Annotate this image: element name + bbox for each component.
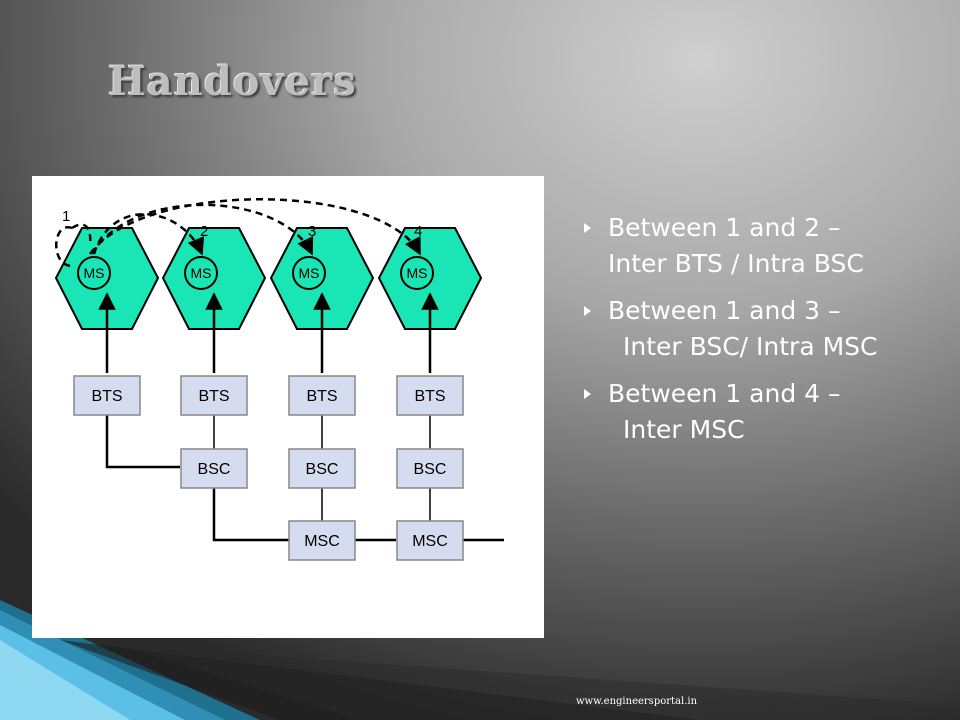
bts-label: BTS (306, 388, 337, 405)
msc-box (288, 520, 356, 561)
bullet-arrow-icon (584, 389, 591, 399)
handover-arc-2 (92, 213, 204, 256)
footer-url: www.engineersportal.in (576, 696, 698, 707)
ms-label: MS (191, 265, 212, 281)
cell-id-label: 3 (308, 223, 316, 240)
bsc1-to-msc1-link (212, 488, 289, 542)
ms-circle (292, 256, 326, 290)
bsc-label: BSC (306, 461, 339, 478)
bts-label: BTS (198, 388, 229, 405)
handover-arc-4 (88, 198, 422, 256)
ms-label: MS (299, 265, 320, 281)
handover-arc-1 (55, 223, 92, 268)
bullet-heading: Between 1 and 2 – (608, 213, 841, 242)
bullet-detail: Inter BSC/ Intra MSC (623, 332, 878, 361)
bullet-heading: Between 1 and 3 – (608, 296, 841, 325)
ms-circle (184, 256, 218, 290)
bullet-arrow-icon (584, 306, 591, 316)
bsc-box (288, 448, 356, 489)
handover-bullet-list: Between 1 and 2 – Inter BTS / Intra BSC … (583, 210, 953, 448)
cell-id-label: 1 (62, 208, 70, 225)
bsc-box (396, 448, 464, 489)
bts-box (73, 375, 141, 416)
slide-title: Handovers (108, 58, 357, 105)
bts-box (288, 375, 356, 416)
ms-label: MS (407, 265, 428, 281)
ms-circle (77, 256, 111, 290)
handover-diagram: 1 2 3 4 MS MS MS MS (32, 176, 544, 638)
msc-label: MSC (304, 533, 340, 550)
bsc-box (180, 448, 248, 489)
bts-box (396, 375, 464, 416)
bullet-item: Between 1 and 4 – Inter MSC (583, 376, 953, 448)
msc-box (396, 520, 464, 561)
msc-label: MSC (412, 533, 448, 550)
ms-label: MS (84, 265, 105, 281)
cell-id-label: 2 (200, 223, 208, 240)
bullet-item: Between 1 and 2 – Inter BTS / Intra BSC (583, 210, 953, 282)
bullet-detail: Inter BTS / Intra BSC (608, 249, 864, 278)
bullet-heading: Between 1 and 4 – (608, 379, 841, 408)
cell-id-label: 4 (414, 223, 422, 240)
ms-circle (400, 256, 434, 290)
bullet-arrow-icon (584, 223, 591, 233)
handover-arc-3 (90, 203, 314, 256)
bts-label: BTS (414, 388, 445, 405)
bts-label: BTS (91, 388, 122, 405)
bsc-label: BSC (198, 461, 231, 478)
bts-box (180, 375, 248, 416)
bts1-to-bsc1-link (105, 415, 180, 469)
bullet-item: Between 1 and 3 – Inter BSC/ Intra MSC (583, 293, 953, 365)
bullet-detail: Inter MSC (623, 415, 745, 444)
bsc-label: BSC (414, 461, 447, 478)
